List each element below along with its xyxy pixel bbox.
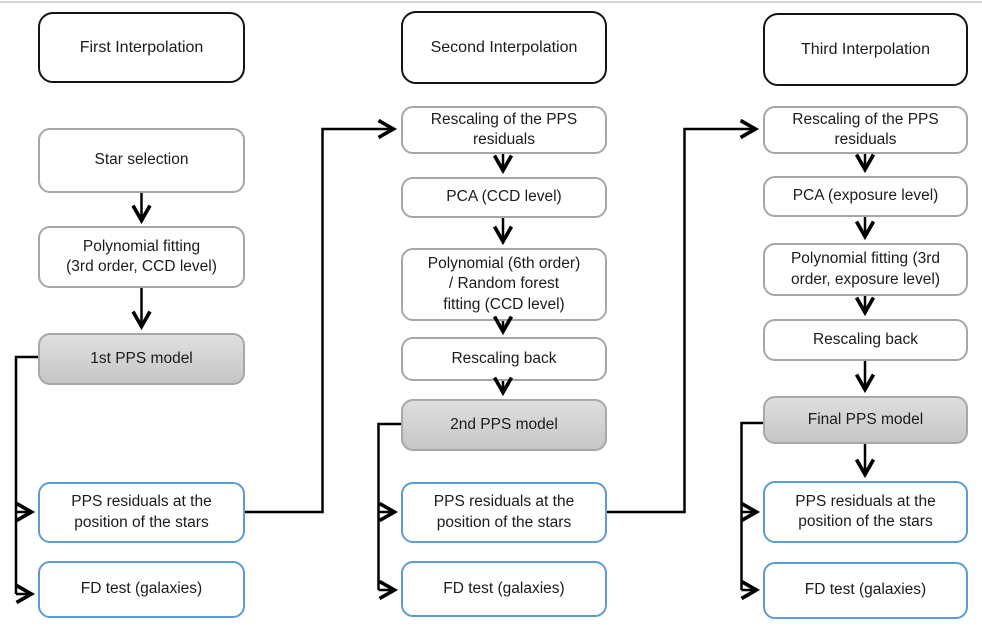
branch-line-model2	[377, 422, 401, 590]
step-star-selection: Star selection	[38, 128, 245, 193]
step-rescaling-back-2: Rescaling back	[401, 337, 607, 381]
step-polynomial-fitting-exposure: Polynomial fitting (3rd order, exposure …	[763, 243, 968, 296]
step-rescaling-pps-residuals-3: Rescaling of the PPS residuals	[763, 106, 968, 154]
step-rescaling-pps-residuals-2: Rescaling of the PPS residuals	[401, 106, 607, 154]
output-pps-residuals-1: PPS residuals at the position of the sta…	[38, 482, 245, 543]
connector-residuals2-to-rescaling3	[607, 118, 760, 514]
output-fd-test-2: FD test (galaxies)	[401, 561, 607, 617]
column3-header: Third Interpolation	[763, 13, 968, 86]
model-2nd-pps: 2nd PPS model	[401, 399, 607, 451]
step-pca-ccd: PCA (CCD level)	[401, 177, 607, 218]
model-1st-pps: 1st PPS model	[38, 333, 245, 385]
step-polynomial-random-forest: Polynomial (6th order) / Random forest f…	[401, 248, 607, 321]
output-pps-residuals-3: PPS residuals at the position of the sta…	[763, 481, 968, 543]
branch-line-model1	[14, 355, 38, 594]
output-pps-residuals-2: PPS residuals at the position of the sta…	[401, 482, 607, 543]
step-polynomial-fitting-ccd: Polynomial fitting (3rd order, CCD level…	[38, 226, 245, 288]
page-edge-divider	[0, 1, 982, 3]
step-pca-exposure: PCA (exposure level)	[763, 176, 968, 217]
step-rescaling-back-3: Rescaling back	[763, 319, 968, 361]
model-final-pps: Final PPS model	[763, 396, 968, 444]
output-fd-test-3: FD test (galaxies)	[763, 562, 968, 619]
output-fd-test-1: FD test (galaxies)	[38, 561, 245, 618]
column2-header: Second Interpolation	[401, 11, 607, 84]
connector-residuals1-to-rescaling2	[245, 118, 398, 514]
branch-line-model3	[740, 421, 763, 590]
column1-header: First Interpolation	[38, 12, 245, 83]
